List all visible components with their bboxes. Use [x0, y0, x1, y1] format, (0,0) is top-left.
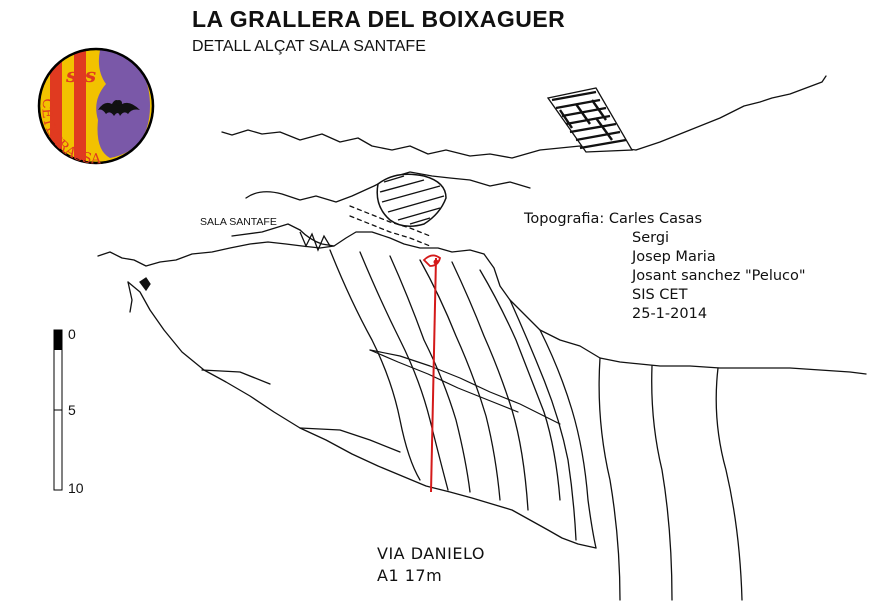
cave-outline [97, 75, 867, 601]
route-name: VIA DANIELO [377, 544, 485, 563]
scale-bar [53, 329, 63, 491]
scale-label-10: 10 [68, 480, 84, 496]
credits-name: Sergi [632, 230, 670, 246]
credits-org: SIS CET [632, 287, 688, 303]
credits-name: Josep Maria [632, 249, 716, 265]
scale-label-5: 5 [68, 402, 76, 418]
bat-icon [98, 100, 140, 116]
page-title: LA GRALLERA DEL BOIXAGUER [192, 6, 566, 32]
route-info: VIA DANIELO A1 17m [377, 543, 485, 587]
topography-credits: Topografia: Carles Casas Sergi Josep Mar… [524, 210, 806, 324]
hatched-ceiling [546, 87, 634, 153]
credits-name: Josant sanchez "Peluco" [632, 268, 806, 284]
scale-label-0: 0 [68, 326, 76, 342]
credits-name: Carles Casas [608, 211, 702, 227]
rope-route [422, 254, 442, 493]
hall-label: SALA SANTAFE [200, 216, 277, 228]
logo-text-sis: sis [65, 63, 96, 87]
page-subtitle: DETALL ALÇAT SALA SANTAFE [192, 38, 426, 55]
sala-santafe-edge [139, 231, 331, 292]
hatched-boulder [376, 173, 447, 227]
credits-heading: Topografia: [524, 211, 605, 227]
credits-date: 25-1-2014 [632, 306, 708, 322]
sis-cet-logo: sis CETERRASSA [37, 47, 155, 167]
route-grade: A1 17m [377, 566, 443, 585]
credits-line-first: Topografia: Carles Casas [524, 210, 806, 229]
